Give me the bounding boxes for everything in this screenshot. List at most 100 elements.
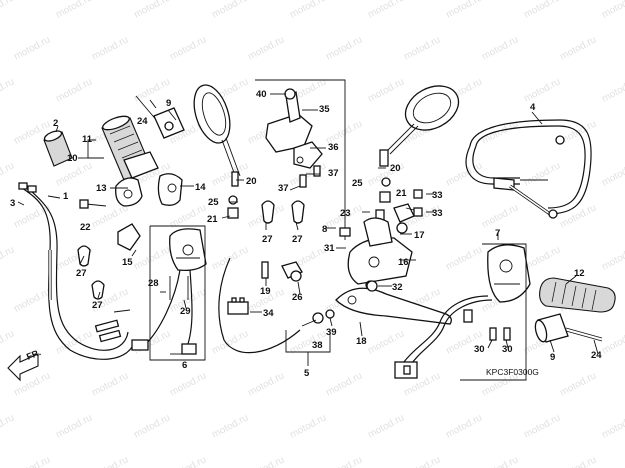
watermark-text: motod.ru [168,34,208,62]
watermark-text: motod.ru [12,454,52,468]
watermark-text: motod.ru [246,370,286,398]
frame-center [255,79,346,240]
label-2: 2 [53,118,58,129]
watermark-text: motod.ru [522,76,562,104]
watermark-text: motod.ru [90,454,130,468]
label-11: 11 [82,134,93,145]
bar-end-right [534,313,603,343]
label-9-right: 9 [550,352,555,363]
left-switch [131,228,207,355]
label-14: 14 [195,182,206,193]
watermark-text: motod.ru [600,76,625,104]
label-18: 18 [356,336,367,347]
watermark-text: motod.ru [522,412,562,440]
label-13: 13 [96,183,107,194]
part-numbers: 1 2 3 4 5 6 7 8 9 9 10 11 12 13 14 15 16… [10,89,602,379]
throttle-cable-top [135,95,185,139]
screws-33 [413,189,423,217]
mirror-left [193,84,241,187]
label-22: 22 [80,222,91,233]
watermark-text: motod.ru [366,76,406,104]
watermark-text: motod.ru [600,0,625,21]
label-23: 23 [340,208,351,219]
label-20-left: 20 [246,176,257,187]
cable-loop-4 [465,119,592,219]
nut-38 [285,309,335,353]
watermark-text: motod.ru [168,370,208,398]
frame-6 [149,225,206,361]
nut-32 [366,280,378,292]
watermark-text: motod.ru [12,34,52,62]
watermark-text: motod.ru [402,34,442,62]
label-27-d: 27 [292,234,303,245]
watermark-text: motod.ru [132,244,172,272]
watermark-text: motod.ru [132,412,172,440]
label-33-b: 33 [432,208,443,219]
label-40: 40 [256,89,267,100]
label-3: 3 [10,198,15,209]
label-24-right: 24 [591,350,602,361]
watermark-text: motod.ru [246,34,286,62]
throttle-cap [43,130,73,167]
label-27-c: 27 [262,234,273,245]
label-20-right: 20 [390,163,401,174]
watermark-text: motod.ru [600,328,625,356]
watermark-text: motod.ru [90,34,130,62]
label-30-b: 30 [502,344,513,355]
label-32: 32 [392,282,403,293]
label-7: 7 [495,228,500,239]
label-21-left: 21 [207,214,218,225]
watermark-text: motod.ru [522,244,562,272]
watermark-text: motod.ru [210,412,250,440]
front-direction-arrow: FR. [7,347,42,382]
frame-7 [482,243,527,381]
grip-right [539,277,616,313]
bracket-15 [117,223,141,251]
watermark-text: motod.ru [558,370,598,398]
watermark-text: motod.ru [522,160,562,188]
watermark-text: motod.ru [288,412,328,440]
label-19: 19 [260,286,271,297]
watermark-text: motod.ru [288,0,328,21]
label-27-b: 27 [92,300,103,311]
label-9-top: 9 [166,98,171,109]
watermark-text: motod.ru [0,76,16,104]
watermark-text: motod.ru [54,412,94,440]
fr-label: FR. [25,347,42,362]
throttle-housing [115,173,183,207]
leader-lines [17,93,599,366]
label-25-right: 25 [352,178,363,189]
label-28: 28 [148,278,159,289]
label-35: 35 [319,104,330,115]
watermark-text: motod.ru [600,244,625,272]
watermark-text: motod.ru [444,412,484,440]
label-33-a: 33 [432,190,443,201]
cable-clips [77,200,305,300]
label-30-a: 30 [474,344,485,355]
lever-bracket [265,88,323,188]
watermark-text: motod.ru [168,454,208,468]
watermark-text: motod.ru [558,34,598,62]
label-5: 5 [304,368,310,379]
watermark-text: motod.ru [0,160,16,188]
watermark-text: motod.ru [54,160,94,188]
label-38: 38 [312,340,323,351]
label-24-left: 24 [137,116,148,127]
label-6: 6 [182,360,187,371]
watermark-text: motod.ru [444,0,484,21]
label-39: 39 [326,327,337,338]
watermark-text: motod.ru [132,0,172,21]
watermark-text: motod.ru [0,328,16,356]
label-26: 26 [292,292,303,303]
label-27-a: 27 [76,268,87,279]
watermark-text: motod.ru [480,202,520,230]
watermark-text: motod.ru [54,76,94,104]
watermark-text: motod.ru [366,0,406,21]
watermark-text: motod.ru [366,328,406,356]
label-21-right: 21 [396,188,407,199]
diagram-code: KPC3F0300G [486,367,539,377]
connector-34 [227,297,249,315]
label-37-b: 37 [328,168,339,179]
label-15: 15 [122,257,133,268]
